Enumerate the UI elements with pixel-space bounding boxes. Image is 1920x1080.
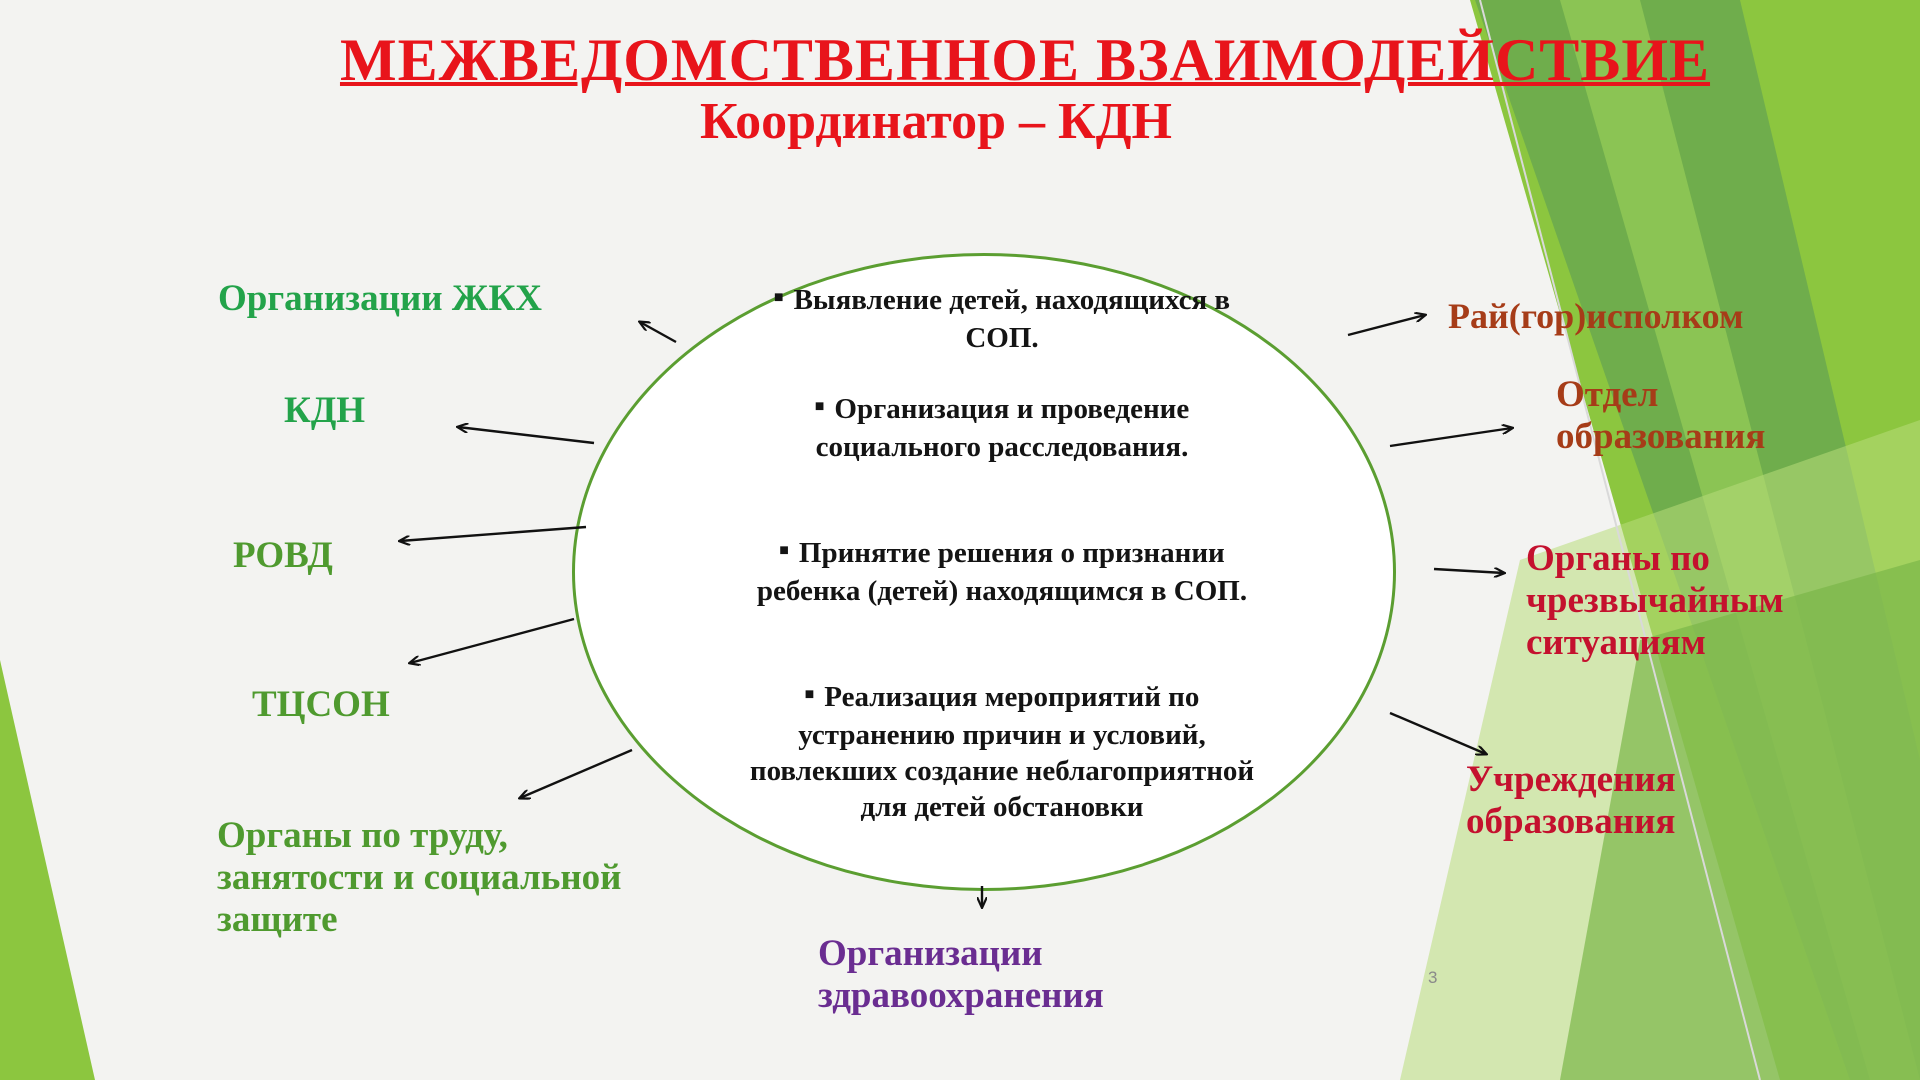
node-kdn: КДН [284, 390, 366, 431]
arrow-to-kdn [458, 427, 595, 445]
arrow-to-education-inst [1389, 711, 1486, 754]
bullet-icon: ■ [814, 398, 825, 416]
center-circle [572, 253, 1396, 891]
center-item-3: ■Принятие решения о признании ребенка (д… [742, 535, 1262, 609]
arrow-to-emergency [1433, 569, 1504, 573]
node-healthcare: Организации здравоохранения [818, 933, 1104, 1016]
bullet-icon: ■ [779, 542, 789, 560]
node-emergency: Органы по чрезвычайным ситуациям [1526, 538, 1784, 663]
center-item-1: ■Выявление детей, находящихся в СОП. [742, 282, 1262, 356]
page-number: 3 [1428, 968, 1438, 987]
arrow-to-rovd [400, 525, 587, 541]
bullet-icon: ■ [773, 289, 784, 307]
node-ispolkom: Рай(гор)исполком [1448, 296, 1744, 336]
arrow-to-tcson [410, 617, 575, 663]
node-education-inst: Учреждения образования [1466, 759, 1676, 842]
arrow-to-zhkh [640, 322, 677, 344]
page-title: МЕЖВЕДОМСТВЕННОЕ ВЗАИМОДЕЙСТВИЕ [339, 27, 1711, 93]
center-item-4: ■Реализация мероприятий по устранению пр… [742, 679, 1262, 825]
page-subtitle: Координатор – КДН [700, 93, 1172, 150]
node-rovd: РОВД [233, 535, 333, 576]
node-zhkh: Организации ЖКХ [218, 278, 543, 319]
node-tcson: ТЦСОН [252, 684, 390, 725]
bullet-icon: ■ [804, 686, 815, 704]
node-education-dept: Отдел образования [1556, 374, 1766, 457]
arrow-to-education-dept [1389, 428, 1512, 448]
node-labor-social: Органы по труду, занятости и социальной … [217, 815, 622, 940]
center-item-2: ■Организация и проведение социального ра… [742, 391, 1262, 465]
arrow-to-labor [520, 748, 633, 798]
arrow-to-ispolkom [1347, 315, 1425, 337]
